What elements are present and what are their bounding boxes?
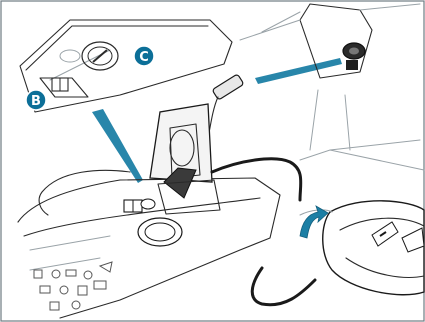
callout-c-label: C [139,50,149,65]
inset-control-panel [20,20,232,112]
callout-c: C [134,46,154,66]
pictogram-label [34,262,112,310]
pointer-cable-end [255,58,342,84]
inset-button-b [40,78,88,97]
callout-b-label: B [31,94,41,109]
pointer-b [92,109,143,183]
power-cable-lower [252,268,315,305]
callout-b: B [26,90,46,110]
compressor-unit [18,104,280,318]
